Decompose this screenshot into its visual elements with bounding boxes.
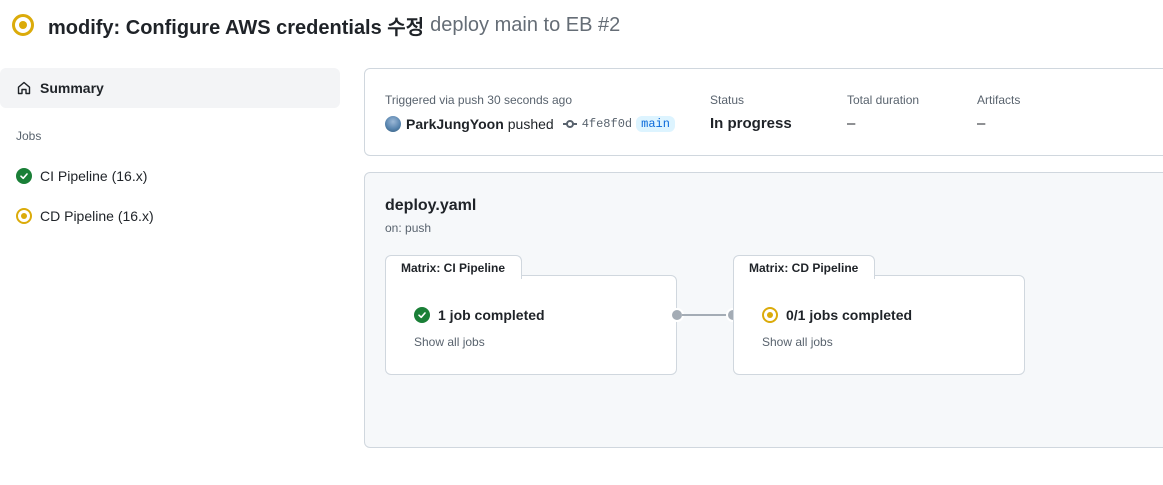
trigger-details: ParkJungYoon pushed 4fe8f0d main	[385, 116, 675, 132]
run-subtitle: deploy main to EB #2	[430, 13, 621, 36]
matrix-body: 0/1 jobs completed Show all jobs	[733, 275, 1025, 375]
matrix-tab: Matrix: CD Pipeline	[733, 255, 876, 279]
artifacts-label: Artifacts	[977, 93, 1021, 107]
run-header: modify: Configure AWS credentials 수정 dep…	[12, 10, 620, 40]
status-value: In progress	[710, 115, 792, 132]
show-all-jobs-link[interactable]: Show all jobs	[414, 335, 485, 349]
in-progress-icon	[16, 208, 32, 224]
in-progress-icon	[762, 307, 778, 323]
branch-label[interactable]: main	[636, 116, 675, 132]
job-connector-line	[682, 314, 728, 316]
check-circle-icon	[16, 168, 32, 184]
sidebar-item-ci-pipeline[interactable]: CI Pipeline (16.x)	[16, 166, 147, 186]
git-commit-icon	[562, 117, 577, 131]
run-title: modify: Configure AWS credentials 수정	[48, 16, 425, 39]
sidebar-item-summary[interactable]: Summary	[0, 68, 340, 108]
job-label: CI Pipeline (16.x)	[40, 168, 148, 184]
matrix-status-text: 1 job completed	[438, 307, 545, 323]
status-label: Status	[710, 93, 745, 107]
show-all-jobs-link[interactable]: Show all jobs	[762, 335, 833, 349]
matrix-tab: Matrix: CI Pipeline	[385, 255, 523, 279]
sidebar-item-cd-pipeline[interactable]: CD Pipeline (16.x)	[16, 206, 154, 226]
matrix-cd-pipeline[interactable]: Matrix: CD Pipeline 0/1 jobs completed S…	[733, 255, 1025, 375]
matrix-status: 1 job completed	[414, 307, 545, 323]
matrix-status-text: 0/1 jobs completed	[786, 307, 913, 323]
matrix-body: 1 job completed Show all jobs	[385, 275, 677, 375]
job-label: CD Pipeline (16.x)	[40, 208, 154, 224]
run-summary-card: Triggered via push 30 seconds ago ParkJu…	[364, 68, 1163, 156]
artifacts-value: –	[977, 115, 986, 132]
duration-label: Total duration	[847, 93, 920, 107]
sidebar-item-label: Summary	[40, 80, 104, 96]
check-circle-icon	[414, 307, 430, 323]
matrix-ci-pipeline[interactable]: Matrix: CI Pipeline 1 job completed Show…	[385, 255, 677, 375]
actor-link[interactable]: ParkJungYoon	[406, 116, 504, 132]
trigger-action: pushed	[507, 116, 554, 132]
trigger-label: Triggered via push 30 seconds ago	[385, 93, 573, 107]
workflow-trigger: on: push	[385, 221, 432, 235]
avatar[interactable]	[385, 116, 401, 132]
jobs-heading: Jobs	[16, 129, 42, 143]
in-progress-icon	[12, 14, 34, 36]
matrix-status: 0/1 jobs completed	[762, 307, 912, 323]
workflow-graph: deploy.yaml on: push Matrix: CI Pipeline…	[364, 172, 1163, 448]
workflow-file-name: deploy.yaml	[385, 197, 477, 214]
home-icon	[17, 81, 31, 95]
commit-sha-link[interactable]: 4fe8f0d	[581, 117, 633, 131]
duration-value: –	[847, 115, 856, 132]
